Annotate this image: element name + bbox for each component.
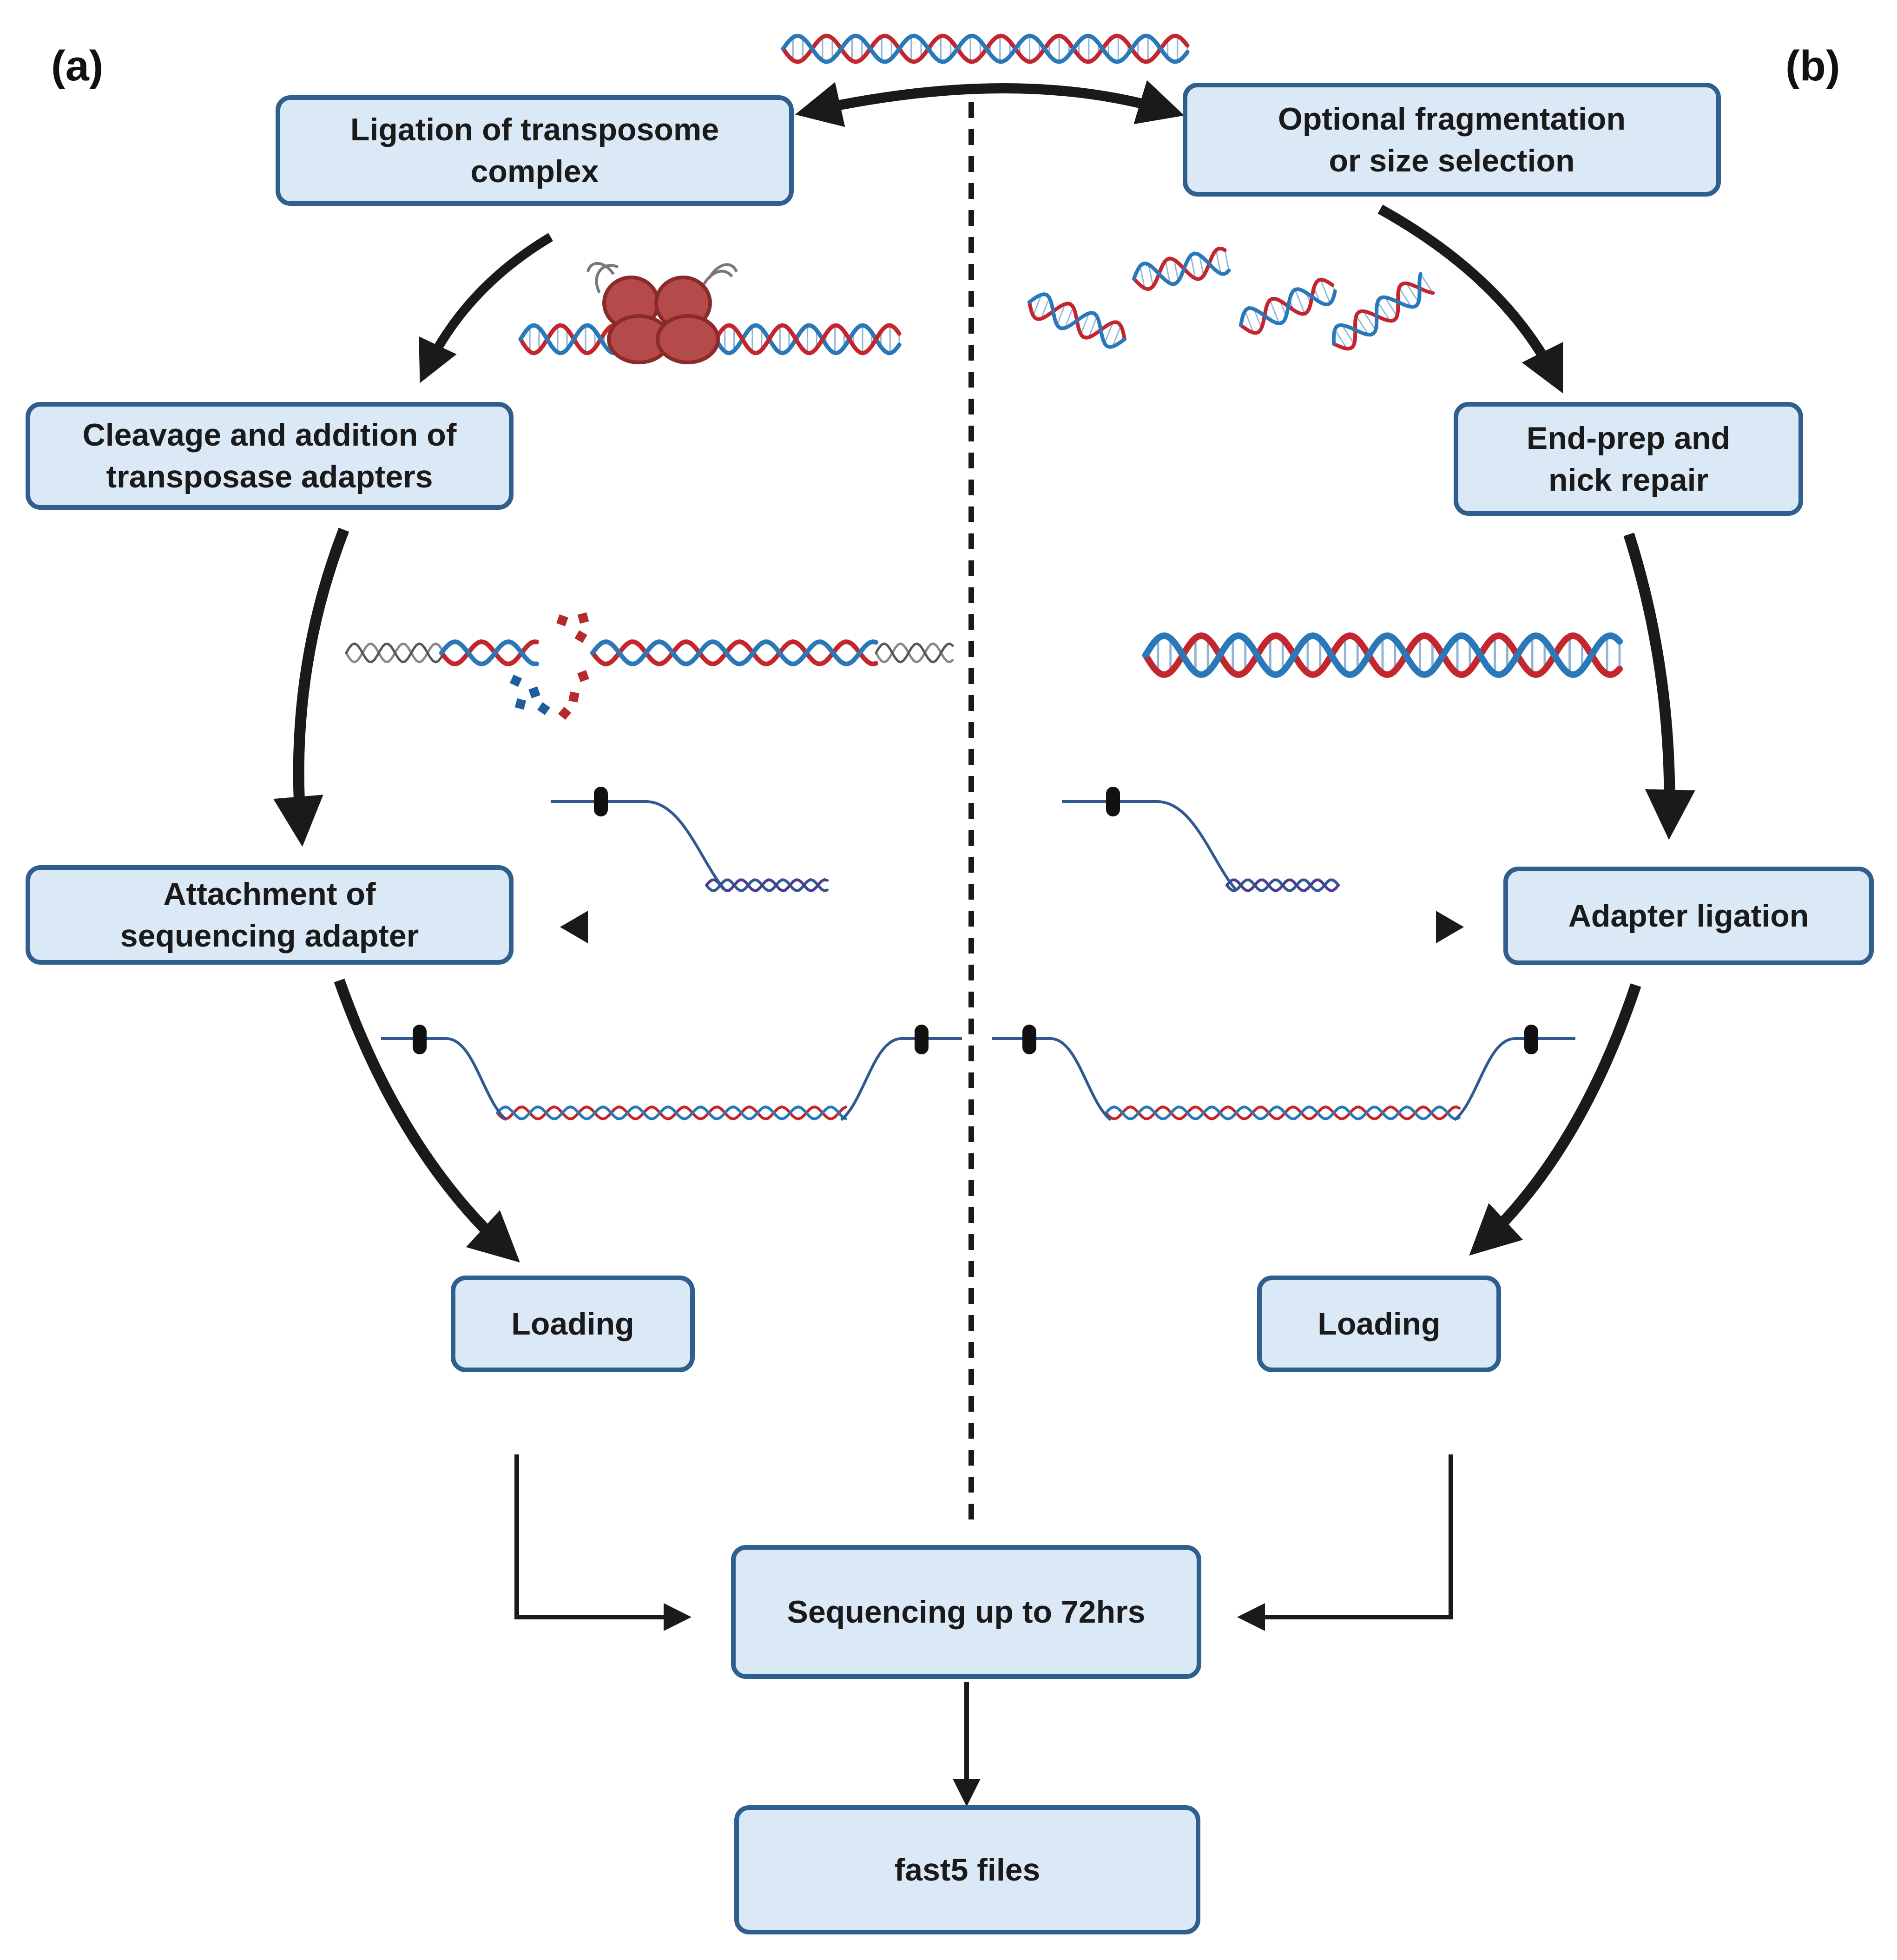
step-sequencing: Sequencing up to 72hrs [731,1545,1201,1679]
arrow-ligation-to-cleavage [419,233,553,383]
dna-illustrations [345,33,1623,1121]
adapted-strand-right [992,1025,1575,1121]
adapter-icon-left [551,787,726,891]
dna-cleaved-right-icon [590,639,878,667]
arrow-adapter-to-loading [1469,983,1641,1256]
dna-adapted-right-icon [1105,1105,1461,1121]
adapted-strand-left [381,1025,962,1121]
panel-label-a: (a) [51,42,104,90]
dna-transposome-right-icon [713,323,902,355]
adapter-icon-right [1062,787,1238,891]
arrow-endprep-to-adapter [1623,533,1695,840]
dna-fragment-4-icon [1331,272,1435,351]
arrow-loading-a-to-sequencing [514,1454,692,1631]
dna-cleaved-left-icon [439,639,539,667]
dna-transposome-left-icon [518,323,616,355]
dna-repaired-icon [1142,632,1623,678]
step-loading-b: Loading [1257,1276,1501,1372]
transposome-complex-icon [586,262,738,364]
cleavage-fragments-icon [509,612,589,720]
panel-label-b: (b) [1785,42,1840,90]
dna-input-icon [781,33,1190,64]
dna-fragment-2-icon [1132,246,1231,291]
step-fast5-files: fast5 files [734,1805,1200,1934]
step-loading-a: Loading [451,1276,695,1372]
dna-cleaved-grey-right-icon [875,642,954,664]
arrow-loading-b-to-sequencing [1237,1454,1453,1631]
dna-fragment-1-icon [1028,292,1126,349]
arrow-attachment-to-loading [334,979,520,1263]
dna-fragment-3-icon [1239,277,1337,335]
arrow-cleavage-to-attachment [273,527,349,847]
arrow-split-bidirectional [795,80,1185,127]
dna-adapter-right-tail-icon [1225,878,1340,892]
dna-adapted-left-icon [496,1105,847,1121]
dna-cleaved-grey-left-icon [345,642,443,664]
dna-adapter-left-tail-icon [705,878,829,893]
arrow-fragmentation-to-endprep [1377,204,1563,394]
step-adapter-ligation: Adapter ligation [1503,867,1874,965]
